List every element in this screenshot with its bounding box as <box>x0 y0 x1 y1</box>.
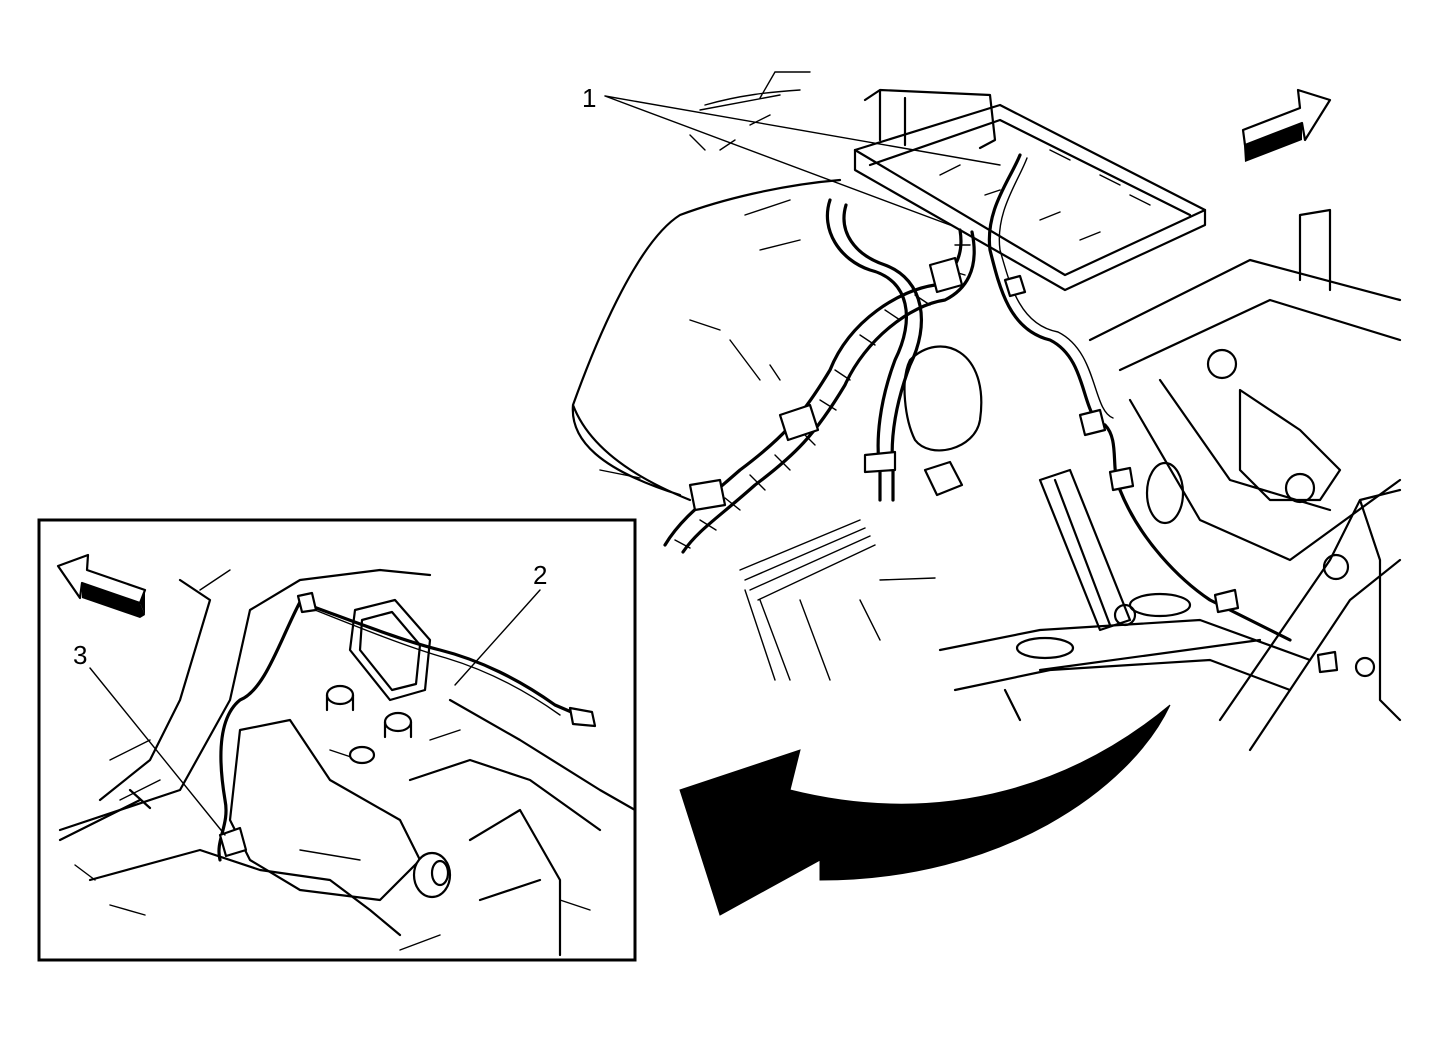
callout-3-leader <box>89 667 226 836</box>
floor-hole <box>1015 636 1075 660</box>
main-underbody-view: 1 <box>571 71 1402 752</box>
lower-right-structure <box>1218 488 1402 752</box>
upper-bracket <box>863 88 997 150</box>
center-cylinder <box>923 460 964 497</box>
inset-harness-clip <box>296 591 318 614</box>
harness-clip <box>863 450 897 474</box>
inset-connector <box>218 826 248 858</box>
inset-window-opening <box>348 598 432 702</box>
inset-bushing <box>325 684 355 712</box>
inset-mount-bushing <box>412 851 452 899</box>
lower-bushing <box>1322 553 1350 581</box>
harness-right-branch-inner <box>998 157 1114 419</box>
inset-bushing <box>383 711 413 739</box>
rail-hole <box>1284 472 1316 504</box>
spare-well <box>903 345 983 452</box>
harness-clip <box>688 478 727 512</box>
front-direction-arrow-icon <box>56 553 147 618</box>
inset-rod <box>58 788 152 842</box>
floor-pan <box>938 618 1312 722</box>
harness-connector <box>1108 466 1135 492</box>
inset-harness-end <box>568 706 597 728</box>
main-harness-conduit-outer <box>681 230 976 554</box>
inset-bushing <box>348 745 376 765</box>
callout-label-1: 1 <box>582 83 596 113</box>
inset-harness-lower <box>217 600 302 862</box>
harness-connector <box>1003 274 1027 298</box>
callout-2-leader <box>454 589 541 686</box>
inset-body-structure <box>58 568 637 957</box>
inset-harness-strand <box>309 607 561 716</box>
center-bracket <box>1038 468 1132 632</box>
panel-edge-lines <box>599 71 811 479</box>
rail-hole <box>1206 348 1238 380</box>
detail-inset: 2 3 <box>37 518 637 962</box>
rail-slot <box>1145 461 1185 525</box>
harness-connector <box>1078 408 1107 437</box>
front-direction-arrow-icon <box>1241 88 1332 162</box>
harness-wire-bundle <box>825 198 908 502</box>
right-rail <box>1088 258 1402 562</box>
floor-hole <box>1128 592 1192 618</box>
right-pillar <box>1298 208 1332 292</box>
nut <box>1113 603 1137 627</box>
harness-right-branch <box>987 153 1292 642</box>
harness-connector <box>1316 650 1339 674</box>
callout-label-3: 3 <box>73 640 87 670</box>
inset-harness <box>298 600 592 722</box>
wheelhouse-panel <box>571 178 842 502</box>
tray-ribs <box>939 149 1151 241</box>
lower-bushing <box>1354 656 1376 678</box>
callout-1-leader <box>604 95 1001 226</box>
callout-label-2: 2 <box>533 560 547 590</box>
harness-wire-bundle <box>842 203 923 502</box>
curved-view-transition-arrow-icon <box>679 704 1171 916</box>
harness-connector <box>928 256 964 294</box>
harness-clip <box>778 403 820 442</box>
bottom-cables <box>739 519 936 681</box>
harness-connector <box>1213 588 1240 614</box>
inset-detail-lines <box>74 569 591 951</box>
